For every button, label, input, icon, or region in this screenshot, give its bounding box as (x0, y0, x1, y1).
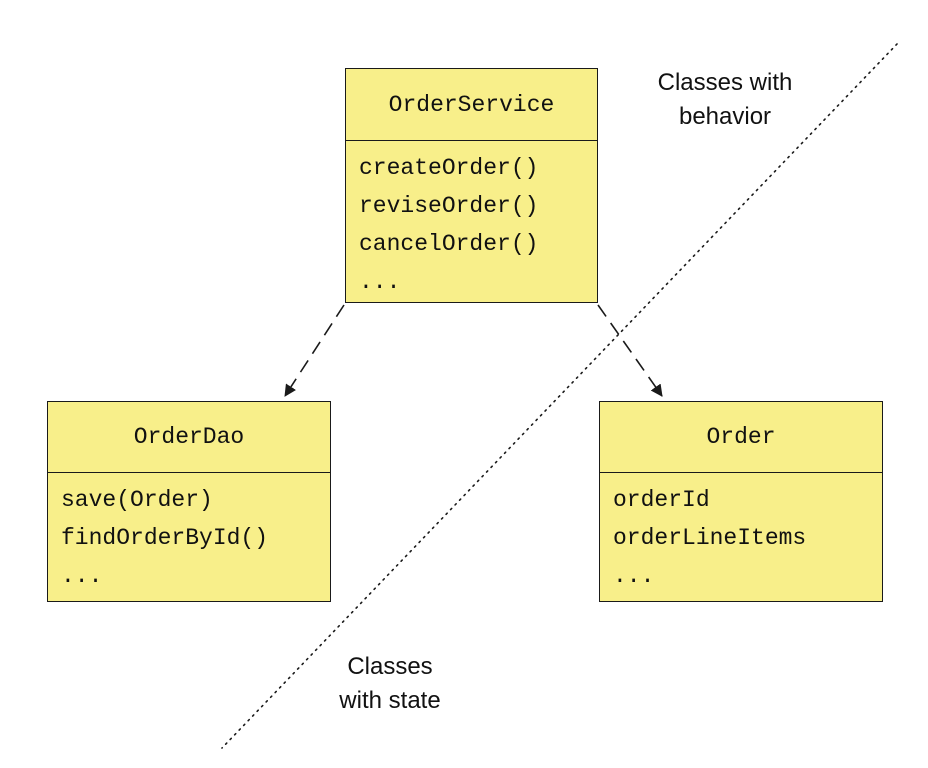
class-name-orderdao: OrderDao (48, 402, 330, 473)
dependency-arrow-orderservice-to-orderdao (284, 304, 345, 397)
member-item: save(Order) (61, 487, 213, 513)
region-label-state: Classes with state (305, 650, 475, 718)
class-name-orderservice: OrderService (346, 69, 597, 141)
member-item: createOrder() (359, 155, 539, 181)
member-item: orderId (613, 487, 710, 513)
member-item: cancelOrder() (359, 231, 539, 257)
class-box-orderservice: OrderService createOrder() reviseOrder()… (345, 68, 598, 303)
member-list-orderservice: createOrder() reviseOrder() cancelOrder(… (346, 141, 597, 301)
class-name-order: Order (600, 402, 882, 473)
separator-dotted-line (221, 43, 898, 749)
class-box-order: Order orderId orderLineItems ... (599, 401, 883, 602)
member-item: orderLineItems (613, 525, 807, 551)
member-list-order: orderId orderLineItems ... (600, 473, 882, 595)
member-item: ... (613, 563, 655, 589)
member-item: ... (359, 269, 401, 295)
region-label-line: with state (339, 687, 441, 714)
member-item: reviseOrder() (359, 193, 539, 219)
region-label-behavior: Classes with behavior (640, 66, 810, 134)
region-label-line: behavior (678, 103, 772, 130)
class-box-orderdao: OrderDao save(Order) findOrderById() ... (47, 401, 331, 602)
member-item: ... (61, 563, 103, 589)
member-item: findOrderById() (61, 525, 269, 551)
region-label-line: Classes (347, 653, 433, 680)
region-label-line: Classes with (657, 69, 793, 96)
member-list-orderdao: save(Order) findOrderById() ... (48, 473, 330, 595)
dependency-arrow-orderservice-to-order (597, 304, 663, 397)
